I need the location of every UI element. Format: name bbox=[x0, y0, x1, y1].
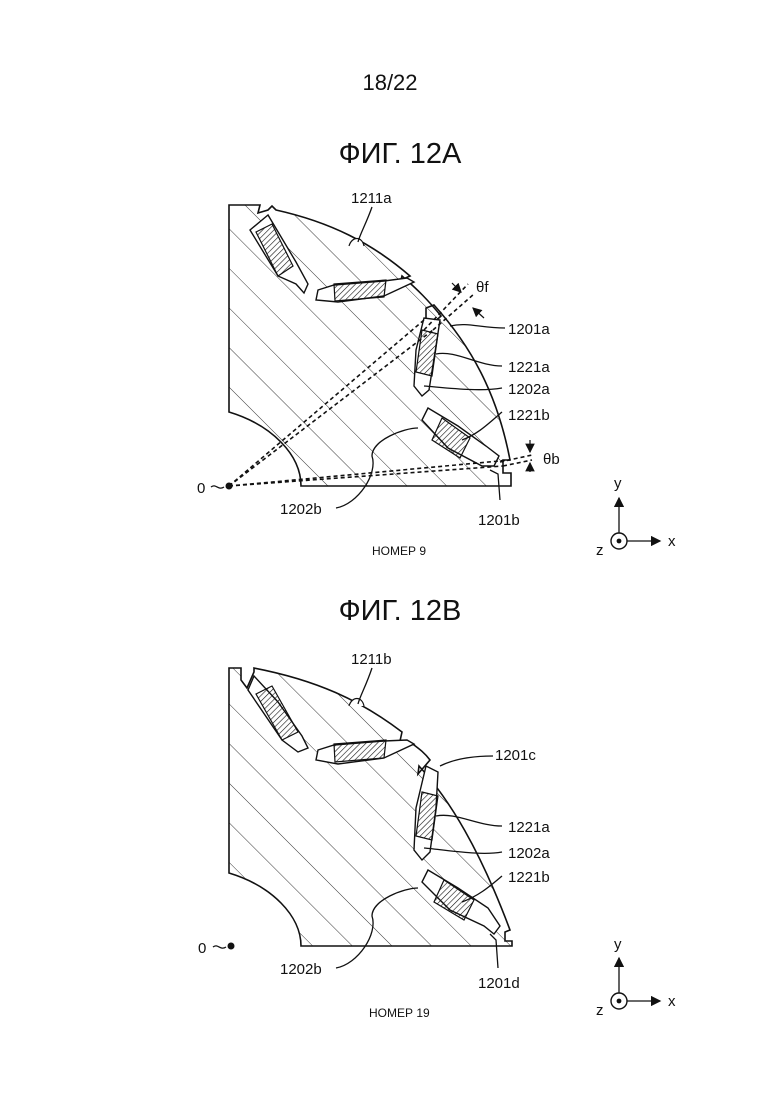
label-1221b-b: 1221b bbox=[508, 869, 550, 886]
axis-z-b: z bbox=[596, 1002, 604, 1019]
label-1201d: 1201d bbox=[478, 975, 520, 992]
label-1201b: 1201b bbox=[478, 512, 520, 529]
axes-a: y x z bbox=[596, 475, 676, 559]
origin-point-b bbox=[228, 943, 235, 950]
axis-z-a: z bbox=[596, 542, 604, 559]
label-1201c: 1201c bbox=[495, 747, 536, 764]
figure-b-drawing: 1211b 1201c 1221a 1202a 1221b 1201d 1202… bbox=[198, 651, 676, 1019]
label-origin-b: 0 bbox=[198, 940, 206, 957]
origin-point-a bbox=[226, 483, 233, 490]
label-1202b-a: 1202b bbox=[280, 501, 322, 518]
axes-b: y x z bbox=[596, 936, 676, 1019]
label-1202b-b: 1202b bbox=[280, 961, 322, 978]
label-1202a-b: 1202a bbox=[508, 845, 550, 862]
label-1221a-b: 1221a bbox=[508, 819, 550, 836]
label-1201a: 1201a bbox=[508, 321, 550, 338]
axis-x-a: x bbox=[668, 533, 676, 550]
label-1211a: 1211a bbox=[351, 190, 392, 207]
label-theta-b: θb bbox=[543, 451, 560, 468]
label-1202a-a: 1202a bbox=[508, 381, 550, 398]
axis-y-a: y bbox=[614, 475, 622, 492]
label-1221a-a: 1221a bbox=[508, 359, 550, 376]
label-1221b-a: 1221b bbox=[508, 407, 550, 424]
axis-x-b: x bbox=[668, 993, 676, 1010]
axis-y-b: y bbox=[614, 936, 622, 953]
label-1211b: 1211b bbox=[351, 651, 392, 668]
label-theta-f: θf bbox=[476, 279, 489, 296]
label-origin-a: 0 bbox=[197, 480, 205, 497]
figure-a-drawing: 1211a 1201a 1221a 1202a 1221b 1201b 1202… bbox=[197, 190, 676, 559]
